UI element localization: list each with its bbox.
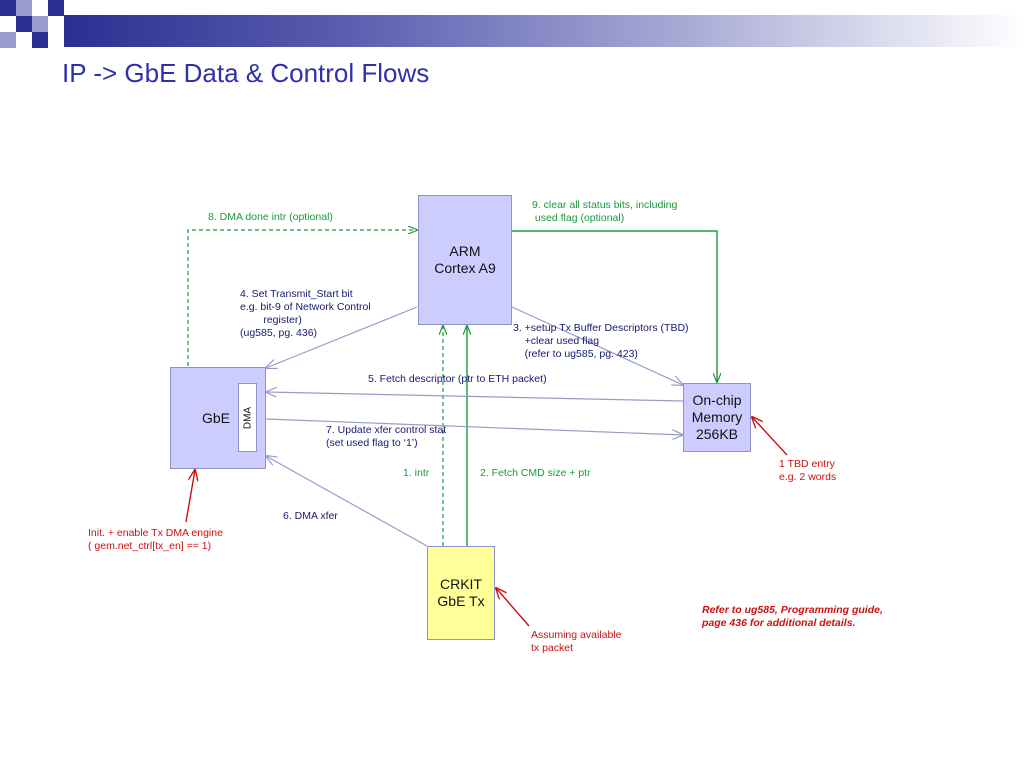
- flow-label-intr: 1. intr: [403, 467, 430, 479]
- arm-cortex-a9-box: ARM Cortex A9: [418, 195, 512, 325]
- flow-label-fetch-desc: 5. Fetch descriptor (ptr to ETH packet): [368, 373, 547, 385]
- header-gradient-bar: [64, 15, 1024, 47]
- onchip-memory-box: On-chip Memory 256KB: [683, 383, 751, 452]
- flow-update-stat-line: [265, 418, 683, 435]
- header-square: [16, 0, 32, 16]
- header-square: [32, 32, 48, 48]
- flow-label-dma-done: 8. DMA done intr (optional): [208, 211, 333, 223]
- flow-label-set-tx-start: 4. Set Transmit_Start bit e.g. bit-9 of …: [240, 288, 371, 339]
- flow-clear-status-line: [512, 230, 717, 382]
- annotation-arrow-tbd: [752, 417, 788, 456]
- annotation-arrow-assuming: [496, 588, 530, 627]
- flow-label-clear-status: 9. clear all status bits, including used…: [532, 199, 678, 224]
- flow-fetch-desc-line: [266, 392, 684, 402]
- flow-dma-xfer-line: [266, 456, 428, 547]
- header-square: [48, 16, 64, 32]
- gbe-label: GbE: [202, 409, 231, 426]
- header-square: [0, 0, 16, 16]
- header-square: [16, 16, 32, 32]
- flow-label-fetch-cmd: 2. Fetch CMD size + ptr: [480, 467, 591, 479]
- memory-label-line1: On-chip: [692, 392, 742, 408]
- crkit-gbe-tx-box: CRKIT GbE Tx: [427, 546, 495, 640]
- annotation-refer-note: Refer to ug585, Programming guide, page …: [702, 604, 883, 629]
- header-square: [48, 0, 64, 16]
- memory-label-line2: Memory: [691, 409, 743, 425]
- header-square: [32, 0, 48, 16]
- header-square: [32, 16, 48, 32]
- header-square: [0, 32, 16, 48]
- crkit-label-line2: GbE Tx: [437, 593, 485, 609]
- header-decoration: [0, 0, 1024, 48]
- crkit-label-line1: CRKIT: [439, 576, 482, 592]
- flow-label-update-stat: 7. Update xfer control stat (set used fl…: [326, 424, 447, 449]
- flow-dma-done-line: [187, 230, 417, 366]
- annotation-arrow-init: [185, 470, 195, 523]
- annotation-init-enable: Init. + enable Tx DMA engine ( gem.net_c…: [88, 527, 223, 552]
- annotation-tbd-entry: 1 TBD entry e.g. 2 words: [779, 458, 837, 483]
- flow-label-setup-desc: 3. +setup Tx Buffer Descriptors (TBD) +c…: [513, 322, 689, 360]
- page-title: IP -> GbE Data & Control Flows: [62, 58, 430, 88]
- dma-box: DMA: [238, 383, 257, 452]
- annotation-assuming: Assuming available tx packet: [531, 629, 622, 654]
- flow-setup-desc-line: [511, 306, 683, 385]
- arm-label-line1: ARM: [449, 243, 481, 259]
- memory-label-line3: 256KB: [695, 426, 739, 442]
- arm-label-line2: Cortex A9: [434, 260, 496, 276]
- flow-label-dma-xfer: 6. DMA xfer: [283, 510, 338, 522]
- dma-label: DMA: [242, 406, 253, 429]
- flow-set-tx-start-line: [266, 306, 418, 368]
